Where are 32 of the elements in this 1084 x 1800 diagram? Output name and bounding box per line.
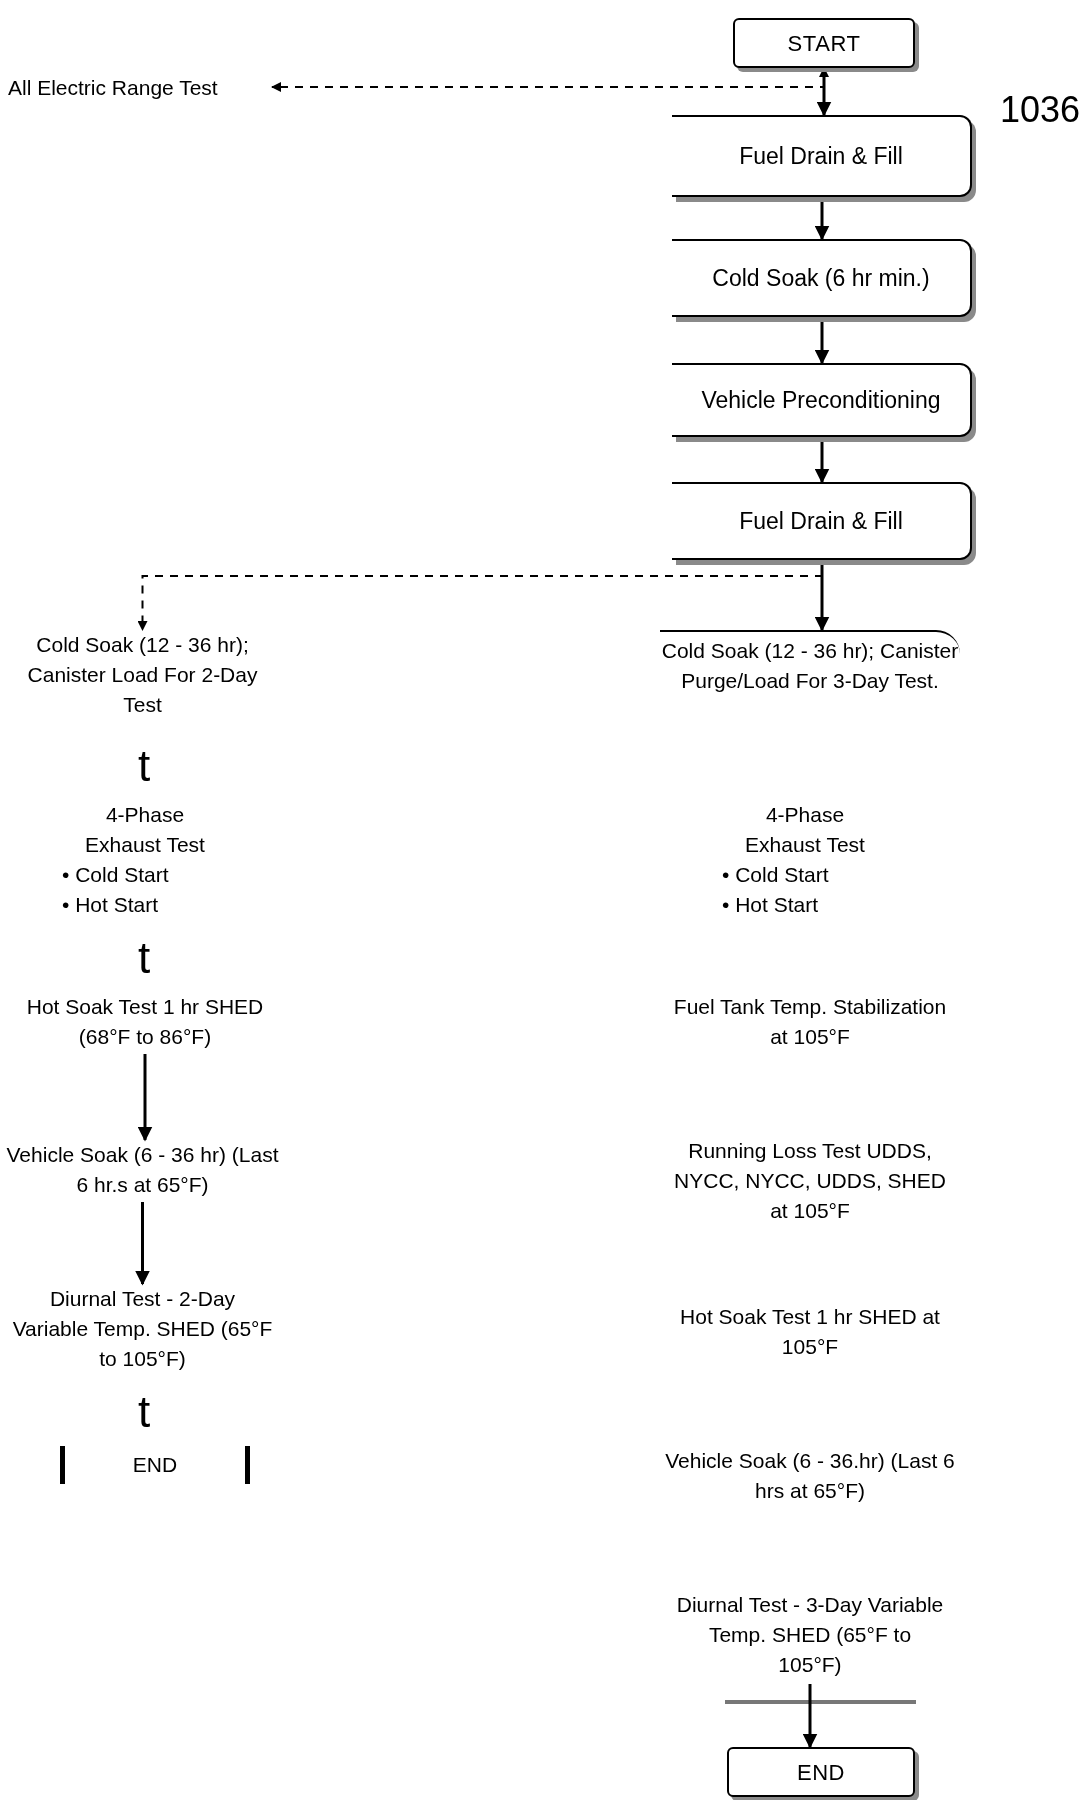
step-text: Fuel Drain & Fill (739, 141, 903, 171)
step-text: Running Loss Test UDDS, NYCC, NYCC, UDDS, SHED at 105°F (673, 1138, 947, 1224)
step-text: Cold Soak (6 hr min.) (712, 263, 930, 293)
terminal-box (60, 1446, 250, 1484)
step-mark: t (138, 936, 151, 980)
step-text: Vehicle Soak (6 - 36.hr) (Last 6 hrs at 65°F) (664, 1448, 956, 1504)
arrow (802, 1684, 818, 1749)
step-text: Fuel Tank Temp. Stabilization at 105°F (672, 994, 948, 1050)
step-text: All Electric Range Test (8, 74, 270, 102)
step-text: 4-Phase Exhaust Test (744, 802, 866, 858)
arrow (137, 1054, 153, 1142)
step-text: Diurnal Test - 3-Day Variable Temp. SHED (65°F to 105°F) (675, 1592, 945, 1678)
list-item: • Cold Start (721, 862, 829, 888)
list-item: • Hot Start (721, 892, 819, 918)
figure-number: 1036 (1000, 92, 1081, 128)
list-item: • Hot Start (61, 892, 159, 918)
arrow (135, 1202, 150, 1286)
step-text: Vehicle Preconditioning (701, 385, 941, 415)
step-mark: t (138, 1390, 151, 1434)
list-item: • Cold Start (61, 862, 169, 888)
step-text: Cold Soak (12 - 36 hr); Canister Load For 2-Day Test (26, 632, 259, 718)
step-text: Cold Soak (12 - 36 hr); Canister Purge/Load For 3-Day Test. (660, 638, 960, 694)
step-text: Diurnal Test - 2-Day Variable Temp. SHED (65°F to 105°F) (12, 1286, 273, 1372)
step-text: Hot Soak Test 1 hr SHED (68°F to 86°F) (25, 994, 265, 1050)
step-text: Vehicle Soak (6 - 36 hr) (Last 6 hr.s at 65°F) (5, 1142, 280, 1198)
step-text: Hot Soak Test 1 hr SHED at 105°F (680, 1304, 940, 1360)
step-text: START (787, 29, 861, 58)
step-text: END (132, 1452, 178, 1479)
step-text: Fuel Drain & Fill (739, 506, 903, 536)
step-text: 4-Phase Exhaust Test (84, 802, 206, 858)
step-mark: t (138, 744, 151, 788)
step-text: END (796, 1758, 846, 1787)
